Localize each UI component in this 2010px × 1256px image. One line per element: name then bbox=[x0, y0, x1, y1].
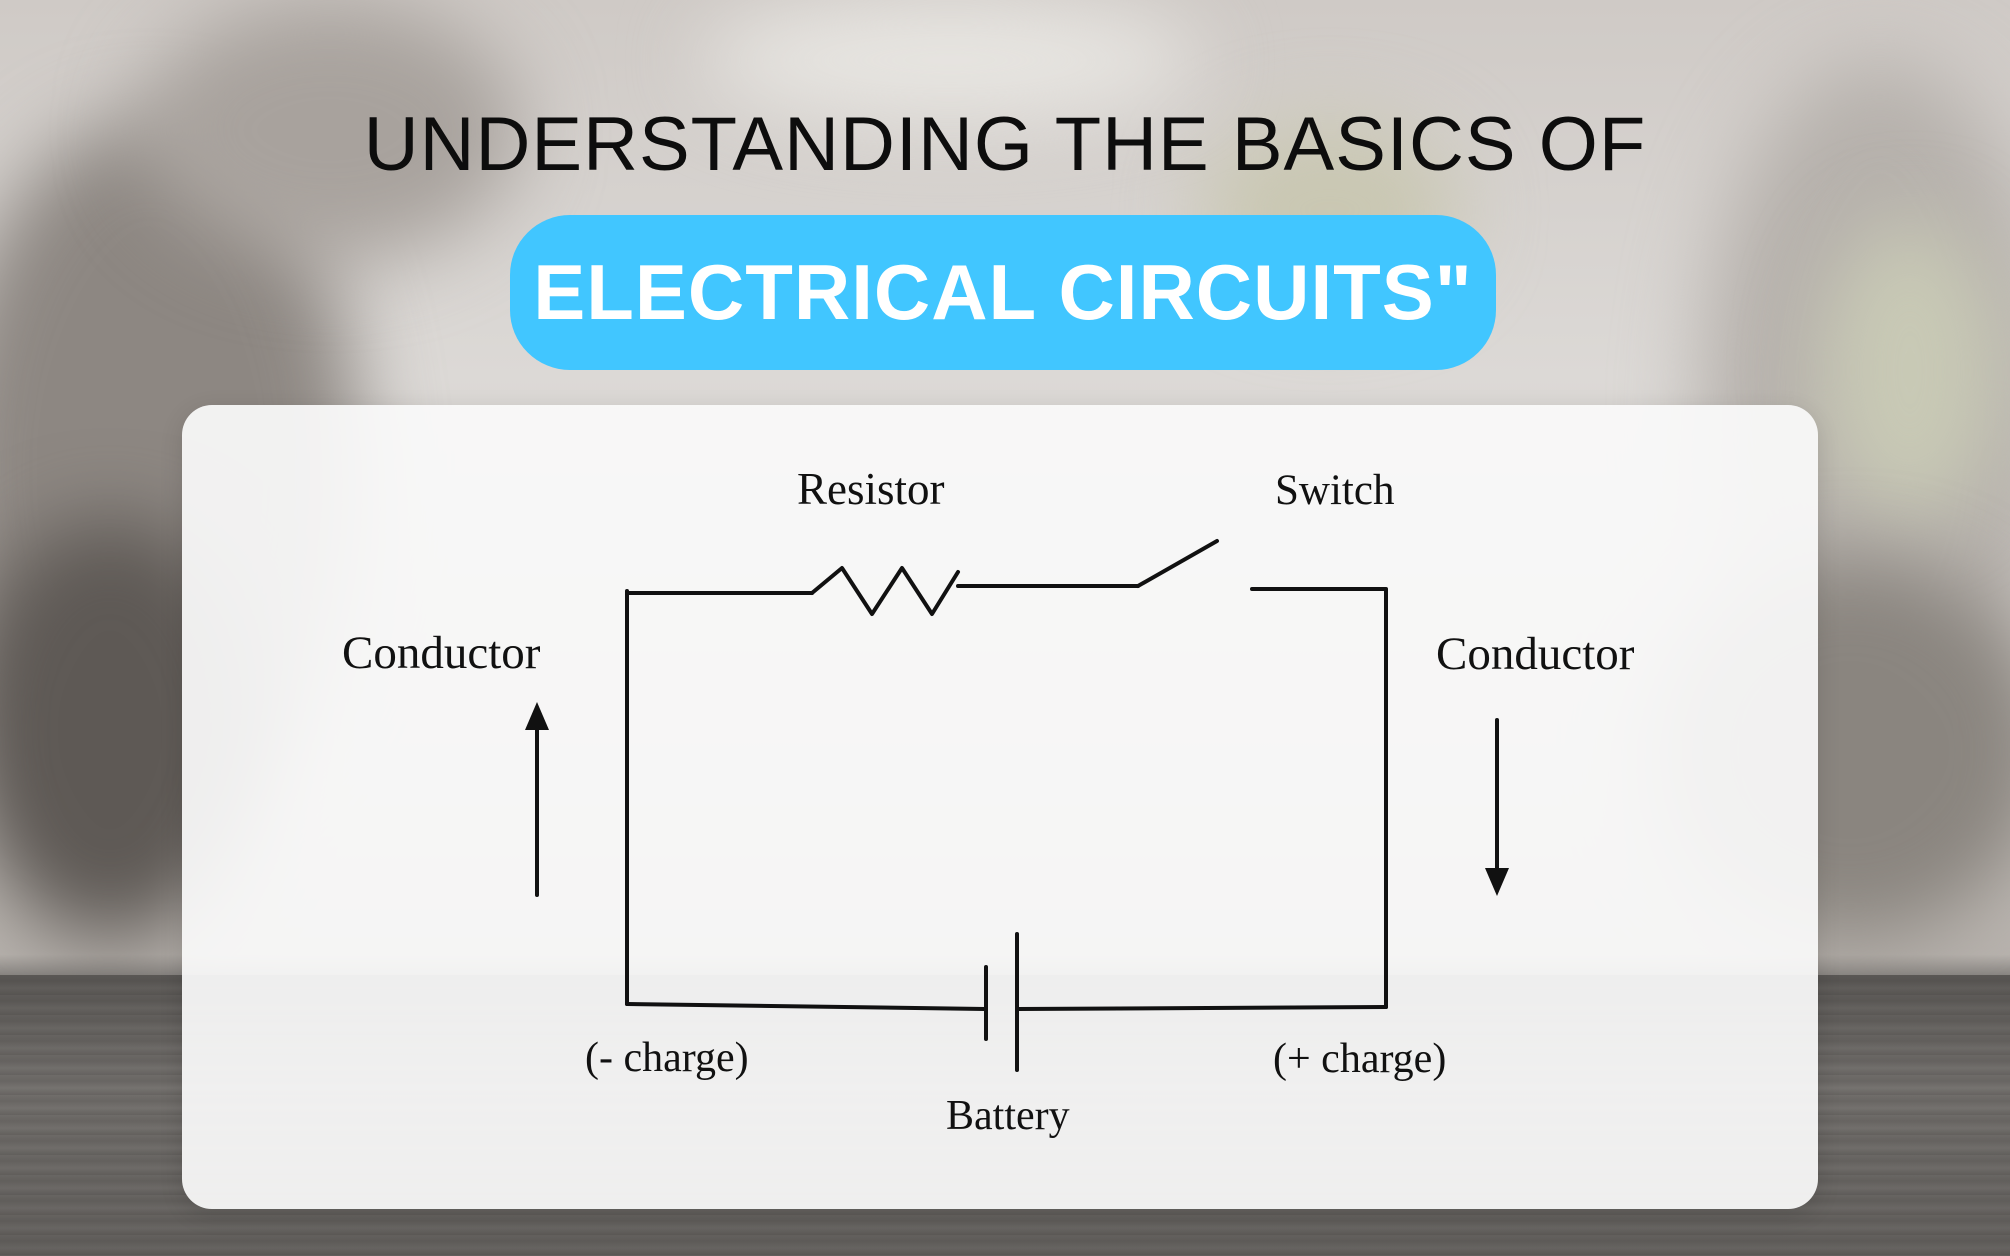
up-arrow-head bbox=[525, 702, 549, 730]
title-highlight-pill bbox=[510, 215, 1496, 370]
negative-charge-label: (- charge) bbox=[585, 1035, 749, 1081]
bottom-wire-left bbox=[625, 1002, 987, 1011]
diagram-card bbox=[182, 405, 1818, 1209]
resistor-symbol bbox=[810, 566, 960, 616]
battery-label: Battery bbox=[946, 1093, 1070, 1139]
switch-symbol bbox=[1136, 539, 1219, 588]
conductor-left-label: Conductor bbox=[342, 627, 541, 679]
positive-charge-label: (+ charge) bbox=[1273, 1036, 1447, 1082]
bottom-wire-right bbox=[1016, 1005, 1388, 1011]
resistor-label: Resistor bbox=[797, 464, 945, 514]
down-arrow-head bbox=[1485, 868, 1509, 896]
conductor-right-label: Conductor bbox=[1436, 628, 1635, 680]
page-subtitle: ELECTRICAL CIRCUITS" bbox=[533, 248, 1473, 336]
switch-label: Switch bbox=[1275, 467, 1395, 514]
page-title: UNDERSTANDING THE BASICS OF bbox=[363, 102, 1647, 187]
